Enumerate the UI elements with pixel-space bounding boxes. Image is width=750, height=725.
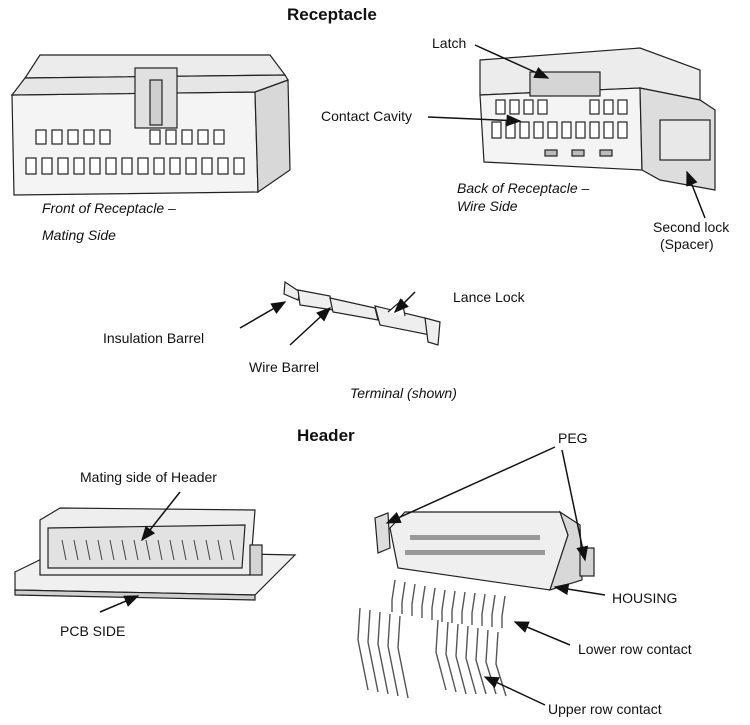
insulation-barrel-arrow (239, 301, 287, 329)
housing-label: HOUSING (612, 590, 678, 606)
lower-row-arrow (513, 621, 571, 646)
receptacle-back-drawing (479, 47, 716, 191)
upper-row-contact-label: Upper row contact (548, 701, 662, 717)
pcb-side-label: PCB SIDE (60, 623, 126, 639)
second-lock-arrow (686, 170, 706, 219)
terminal-drawing (283, 280, 441, 346)
back-caption-line1: Back of Receptacle – (457, 180, 590, 196)
housing-arrow (553, 583, 606, 596)
lower-row-contact-label: Lower row contact (578, 641, 692, 657)
latch-arrow (474, 44, 550, 79)
peg-label: PEG (558, 430, 588, 446)
back-caption-line2: Wire Side (457, 198, 518, 214)
lance-lock-label: Lance Lock (453, 289, 525, 305)
receptacle-front-drawing (10, 54, 291, 196)
peg-arrow-left (385, 446, 556, 524)
contact-cavity-label: Contact Cavity (321, 108, 413, 124)
header-heading: Header (297, 426, 355, 445)
insulation-barrel-label: Insulation Barrel (103, 330, 205, 346)
wire-barrel-arrow (289, 306, 332, 346)
receptacle-heading: Receptacle (287, 5, 377, 24)
mating-side-arrow (141, 491, 181, 542)
pcb-side-arrow (99, 595, 140, 613)
front-caption-line2: Mating Side (42, 227, 116, 243)
lance-lock-arrow (393, 291, 416, 314)
front-caption-line1: Front of Receptacle – (42, 200, 176, 216)
upper-row-arrow (483, 676, 546, 706)
mating-side-label: Mating side of Header (80, 469, 217, 485)
terminal-caption: Terminal (shown) (350, 385, 457, 401)
latch-label: Latch (432, 35, 467, 51)
contact-cavity-arrow (427, 114, 522, 127)
header-pcb-drawing (14, 507, 297, 601)
second-lock-label: Second lock (653, 219, 730, 235)
contact-pins (357, 579, 507, 699)
header-housing-drawing (374, 510, 595, 591)
wire-barrel-label: Wire Barrel (249, 359, 320, 375)
spacer-label: (Spacer) (660, 236, 714, 252)
peg-arrow-right (561, 449, 589, 562)
